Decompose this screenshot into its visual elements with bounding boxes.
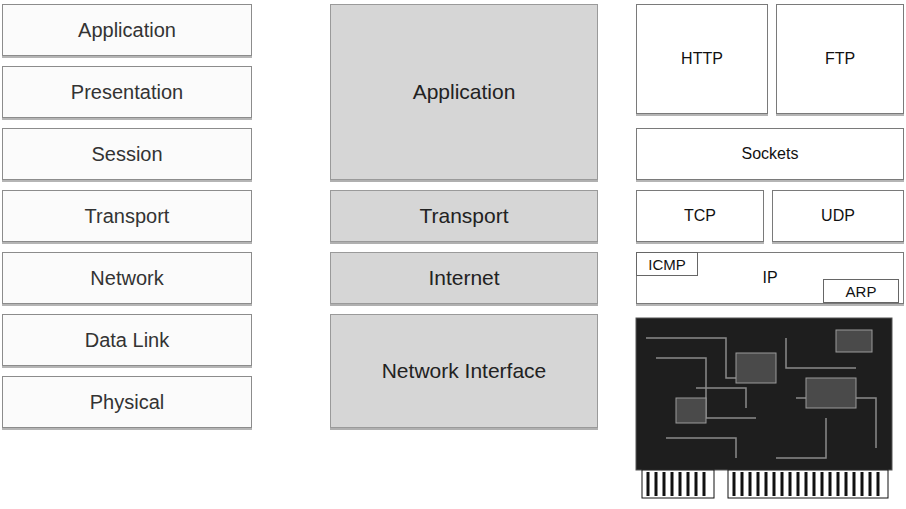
layer-label: Presentation bbox=[71, 81, 183, 104]
protocol-box: HTTP bbox=[636, 4, 768, 114]
tcpip-layer-band: Network Interface bbox=[330, 314, 598, 428]
layer-label: Application bbox=[413, 80, 516, 104]
layer-label: TCP bbox=[684, 207, 716, 225]
layer-label: Network Interface bbox=[382, 359, 547, 383]
layer-label: Transport bbox=[85, 205, 170, 228]
card-traces bbox=[646, 338, 876, 458]
protocol-box: UDP bbox=[772, 190, 904, 242]
layer-label: IP bbox=[762, 269, 777, 287]
tcpip-layer-band: Application bbox=[330, 4, 598, 180]
network-card bbox=[636, 318, 892, 498]
osi-layer-box: Application bbox=[2, 4, 252, 56]
card-pins bbox=[642, 470, 888, 498]
layer-label: FTP bbox=[825, 50, 855, 68]
layer-label: Transport bbox=[419, 204, 508, 228]
tcpip-layer-band: Transport bbox=[330, 190, 598, 242]
protocol-sub-box: ARP bbox=[823, 279, 899, 303]
card-pin-lines bbox=[648, 472, 878, 496]
layer-label: Application bbox=[78, 19, 176, 42]
layer-label: ICMP bbox=[648, 256, 686, 273]
layer-label: Network bbox=[90, 267, 163, 290]
layer-label: Internet bbox=[428, 266, 499, 290]
layer-label: Session bbox=[91, 143, 162, 166]
osi-layer-box: Data Link bbox=[2, 314, 252, 366]
osi-layer-box: Session bbox=[2, 128, 252, 180]
layer-label: Sockets bbox=[742, 145, 799, 163]
layer-label: HTTP bbox=[681, 50, 723, 68]
osi-layer-box: Network bbox=[2, 252, 252, 304]
protocol-box: FTP bbox=[776, 4, 904, 114]
layer-label: UDP bbox=[821, 207, 855, 225]
osi-layer-box: Physical bbox=[2, 376, 252, 428]
protocol-box: TCP bbox=[636, 190, 764, 242]
layer-label: ARP bbox=[846, 283, 877, 300]
layer-label: Physical bbox=[90, 391, 164, 414]
osi-layer-box: Presentation bbox=[2, 66, 252, 118]
card-board bbox=[636, 318, 892, 470]
osi-layer-box: Transport bbox=[2, 190, 252, 242]
protocol-box: Sockets bbox=[636, 128, 904, 180]
protocol-sub-box: ICMP bbox=[636, 252, 698, 276]
tcpip-layer-band: Internet bbox=[330, 252, 598, 304]
protocol-box: IP ICMP ARP bbox=[636, 252, 904, 304]
card-chips bbox=[676, 330, 872, 423]
layer-label: Data Link bbox=[85, 329, 170, 352]
